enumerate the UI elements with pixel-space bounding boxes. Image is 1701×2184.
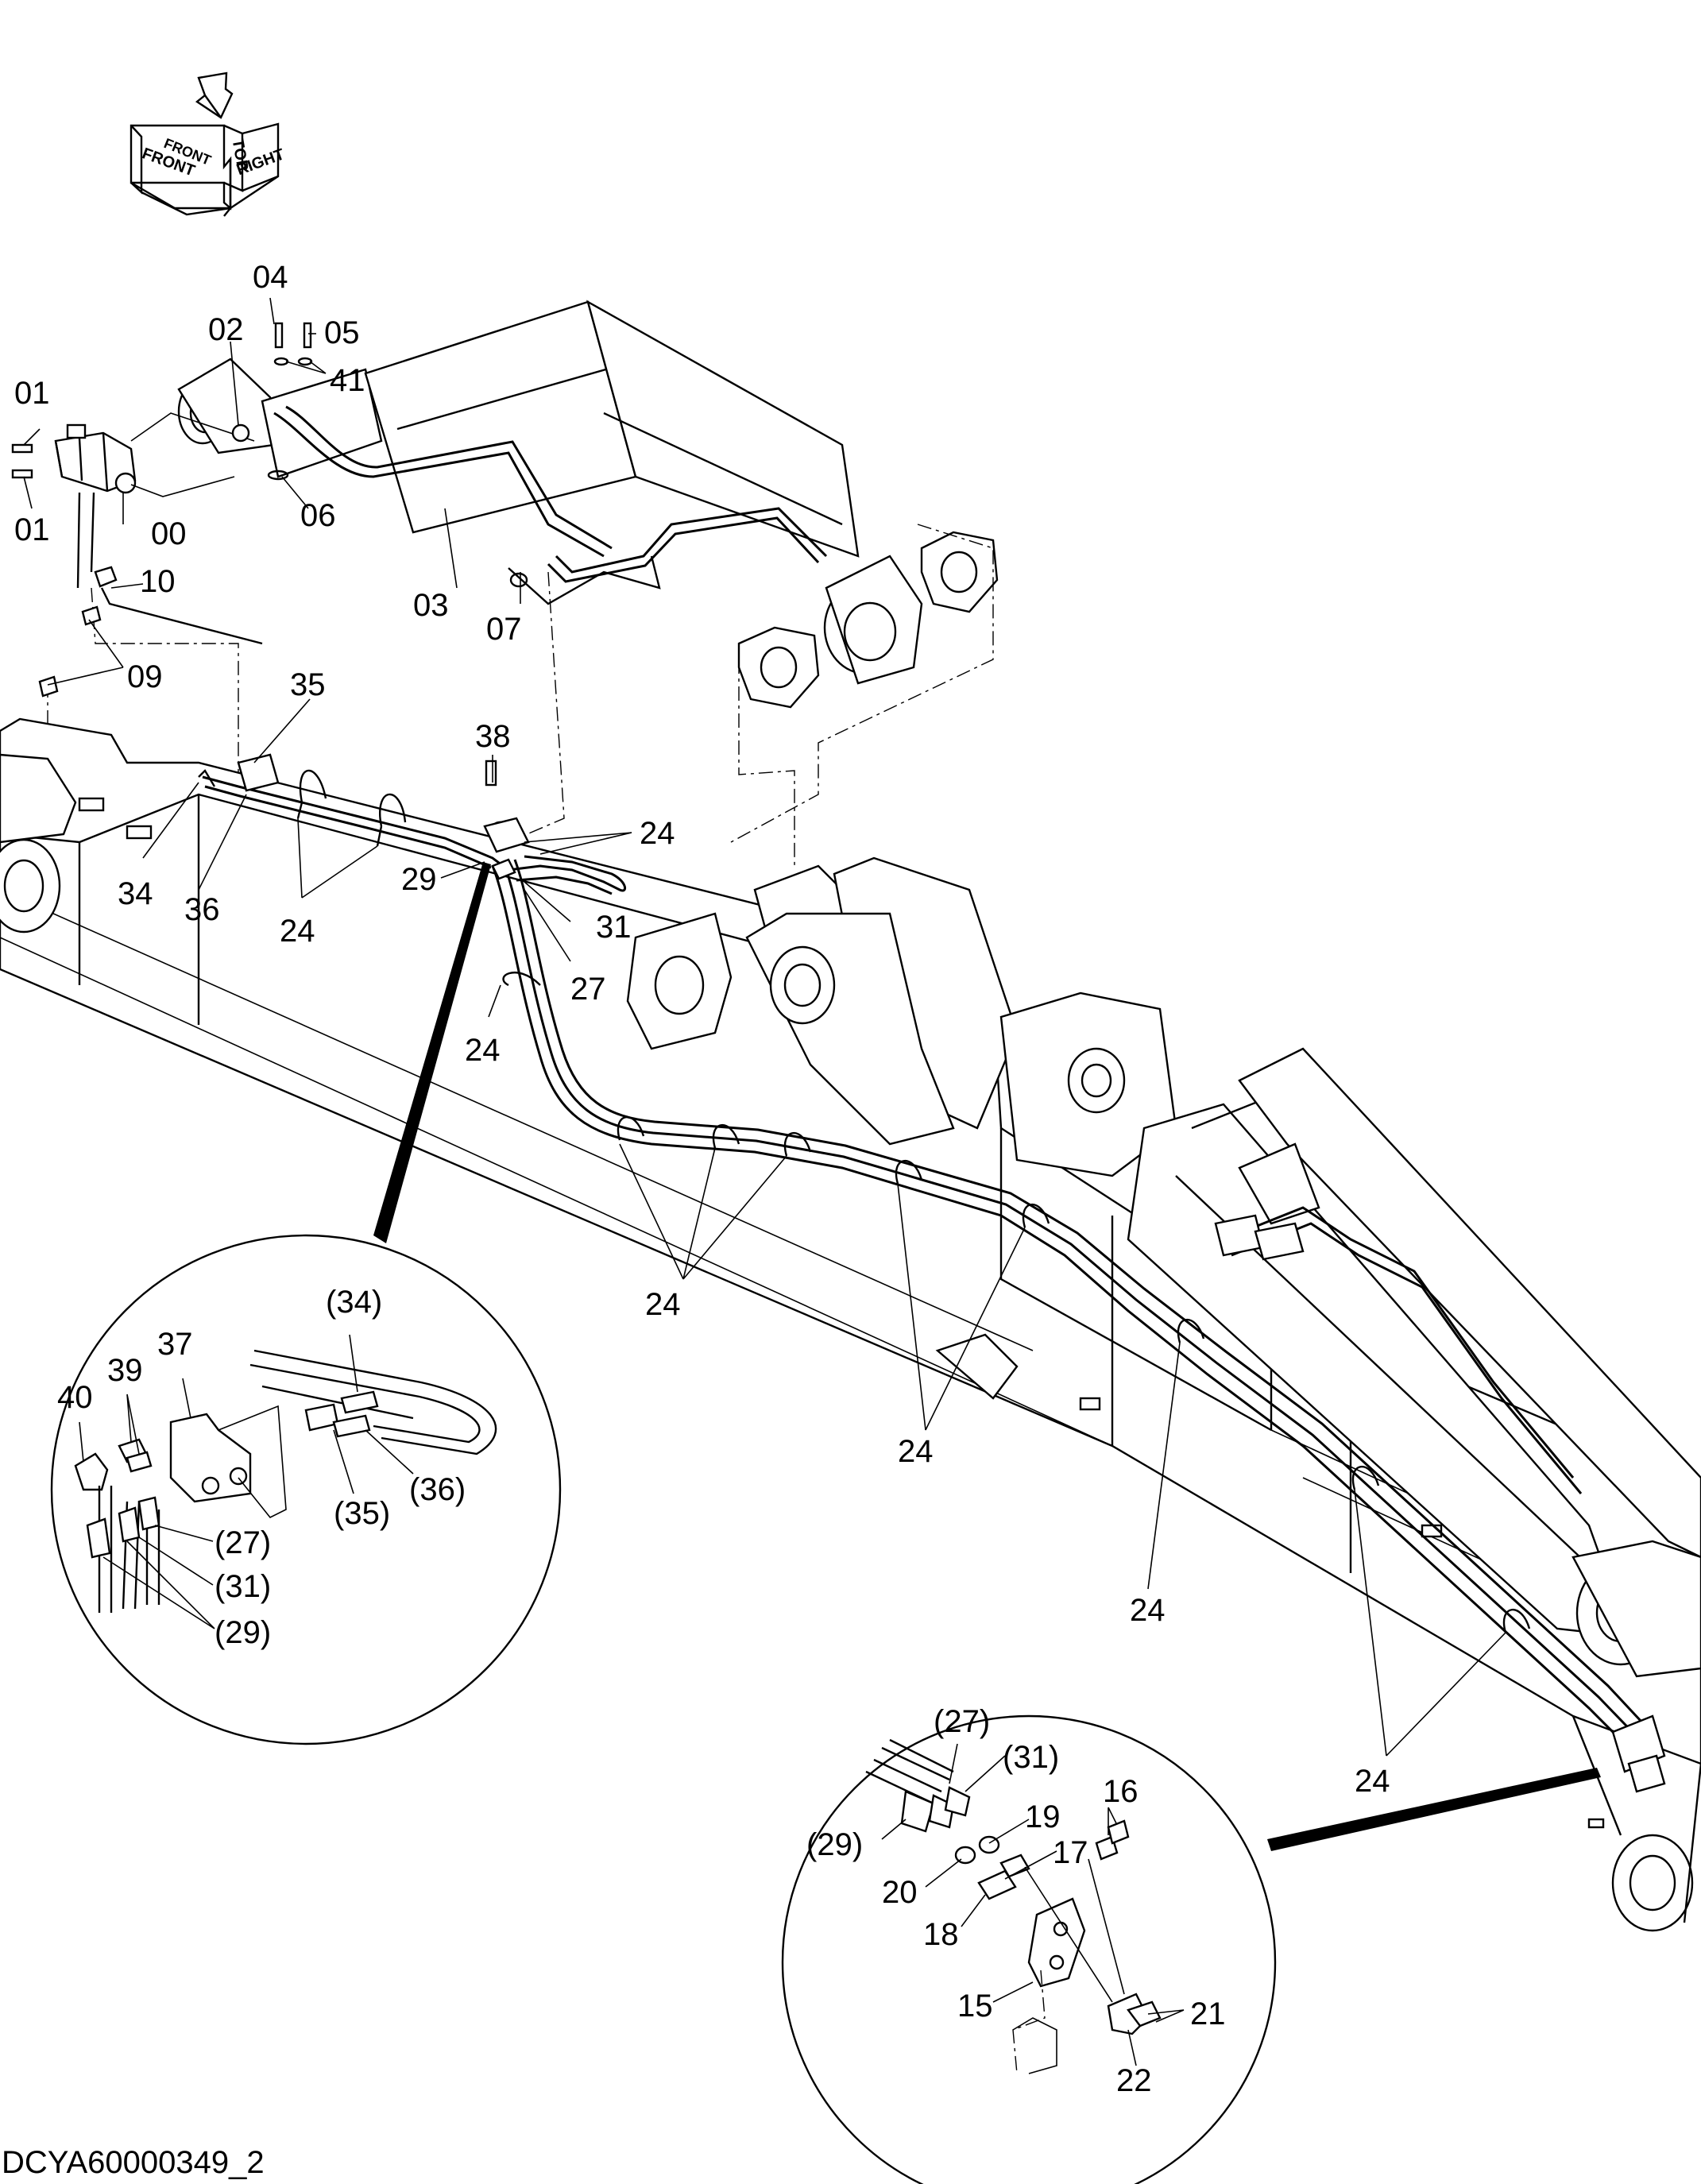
callout-41: 41 — [330, 363, 365, 398]
callout-leaders — [23, 297, 1506, 2066]
callout-27: 27 — [570, 972, 606, 1007]
callout-05: 05 — [324, 315, 360, 350]
callout-04: 04 — [253, 260, 288, 295]
callout-06: 06 — [300, 498, 336, 533]
callout-31: 31 — [596, 910, 632, 945]
detail-right-18: 18 — [923, 1917, 959, 1952]
callout-09: 09 — [127, 659, 163, 694]
callout-10: 10 — [140, 564, 176, 599]
callout-24-g: 24 — [1355, 1764, 1390, 1799]
detail-circle-right — [781, 1714, 1277, 2184]
callout-01-top: 01 — [14, 376, 50, 411]
detail-right-15: 15 — [957, 1989, 993, 2024]
detail-left-35: (35) — [334, 1496, 390, 1531]
detail-right-20: 20 — [882, 1875, 918, 1910]
detail-right-31: (31) — [1003, 1740, 1059, 1775]
callout-07: 07 — [486, 612, 522, 647]
detail-pointer-right — [1267, 1768, 1601, 1851]
detail-left-40: 40 — [57, 1380, 93, 1415]
detail-left-34: (34) — [326, 1285, 382, 1320]
callout-36: 36 — [184, 892, 220, 927]
detail-right-19: 19 — [1025, 1799, 1061, 1834]
callout-24-e: 24 — [898, 1434, 934, 1469]
detail-right-16: 16 — [1103, 1774, 1139, 1809]
callout-00: 00 — [151, 516, 187, 551]
detail-right-29: (29) — [806, 1827, 863, 1862]
callout-24-c: 24 — [465, 1033, 501, 1068]
detail-right-17: 17 — [1053, 1835, 1088, 1870]
callout-24-d: 24 — [645, 1287, 681, 1322]
callout-labels: 04 02 05 41 01 01 00 06 03 07 10 09 35 3… — [14, 260, 1390, 2098]
detail-left-39: 39 — [107, 1353, 143, 1388]
detail-left-36: (36) — [409, 1472, 466, 1507]
detail-pointer-left — [373, 862, 491, 1243]
arm-cylinder — [177, 300, 999, 866]
orientation-indicator: FRONT TOP RIGHT FRONT — [130, 72, 287, 217]
detail-right-27: (27) — [934, 1704, 990, 1739]
callout-24-a: 24 — [640, 816, 675, 851]
boom-cylinder — [745, 856, 1701, 1678]
detail-left-29: (29) — [215, 1615, 271, 1650]
callout-03: 03 — [413, 588, 449, 623]
callout-24-b: 24 — [280, 914, 315, 949]
detail-left-37: 37 — [157, 1327, 193, 1362]
detail-circle-left — [50, 1234, 562, 1745]
callout-34: 34 — [118, 876, 153, 911]
callout-01-bottom: 01 — [14, 512, 50, 547]
callout-38: 38 — [475, 719, 511, 754]
detail-right-21: 21 — [1190, 1997, 1226, 2031]
callout-24-f: 24 — [1130, 1593, 1166, 1628]
detail-left-27: (27) — [215, 1525, 271, 1560]
callout-35: 35 — [290, 667, 326, 702]
detail-right-22: 22 — [1116, 2063, 1152, 2098]
drawing-id: DCYA60000349_2 — [2, 2145, 265, 2180]
callout-29: 29 — [401, 862, 437, 897]
detail-left-31: (31) — [215, 1569, 271, 1604]
callout-02: 02 — [208, 312, 244, 347]
